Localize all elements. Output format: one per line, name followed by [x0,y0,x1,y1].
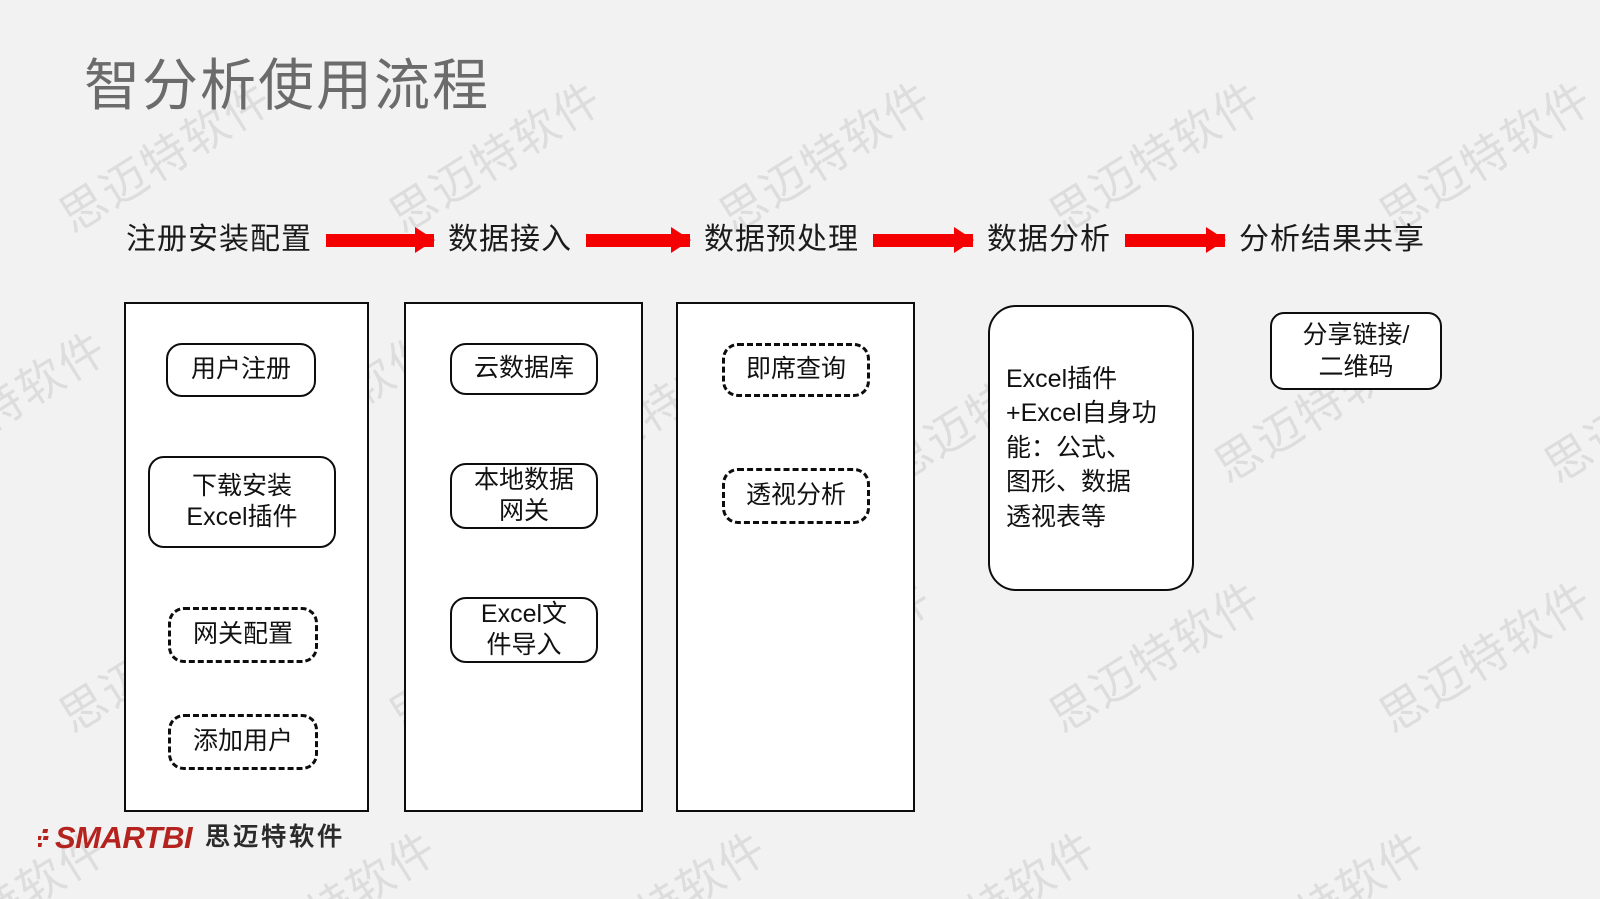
flow-arrow-3 [873,227,974,253]
node-adhoc-query[interactable]: 即席查询 [722,343,870,397]
arrow-shaft [1125,233,1225,247]
watermark-text: 思迈特软件 [0,321,117,493]
node-download-excel-addin[interactable]: 下载安装 Excel插件 [148,456,336,548]
stage-header-share: 分析结果共享 [1239,223,1425,256]
watermark-text: 思迈特软件 [1530,813,1600,899]
arrow-head-icon [671,227,691,253]
flow-arrow-1 [326,227,435,253]
node-share-link-qrcode[interactable]: 分享链接/ 二维码 [1270,312,1442,390]
arrow-head-icon [415,227,435,253]
arrow-head-icon [954,227,974,253]
smartbi-wordmark: SMARTBI [55,820,193,855]
page-title: 智分析使用流程 [84,54,490,117]
watermark-text: 思迈特软件 [1200,813,1439,899]
arrow-shaft [326,233,434,247]
node-pivot-analysis[interactable]: 透视分析 [722,468,870,524]
arrow-shaft [586,233,690,247]
company-cn-name: 思迈特软件 [205,823,346,851]
arrow-head-icon [1206,227,1226,253]
flow-arrow-2 [586,227,691,253]
watermark-text: 思迈特软件 [1370,571,1600,743]
node-local-data-gateway[interactable]: 本地数据 网关 [450,463,598,529]
node-gateway-config[interactable]: 网关配置 [168,607,318,663]
watermark-text: 思迈特软件 [1535,321,1600,493]
stage-header-analysis: 数据分析 [987,223,1111,256]
stage-header-preprocess: 数据预处理 [704,223,859,256]
smartbi-dots-icon [35,825,54,851]
stage-header-register: 注册安装配置 [126,223,312,256]
node-excel-addin-text: Excel插件 +Excel自身功 能：公式、 图形、数据 透视表等 [1006,364,1157,531]
node-user-register[interactable]: 用户注册 [166,343,316,397]
watermark-text: 思迈特软件 [870,813,1109,899]
node-add-user[interactable]: 添加用户 [168,714,318,770]
stage-header-data-access: 数据接入 [448,223,572,256]
footer-logo: SMARTBI 思迈特软件 [35,820,346,855]
stage-header-row: 注册安装配置 数据接入 数据预处理 数据分析 分析结果共享 [126,218,1456,262]
node-excel-addin-features[interactable]: Excel插件 +Excel自身功 能：公式、 图形、数据 透视表等 [988,305,1194,591]
flow-arrow-4 [1125,227,1226,253]
arrow-shaft [873,233,973,247]
node-cloud-database[interactable]: 云数据库 [450,343,598,395]
watermark-text: 思迈特软件 [540,813,779,899]
node-excel-file-import[interactable]: Excel文 件导入 [450,597,598,663]
